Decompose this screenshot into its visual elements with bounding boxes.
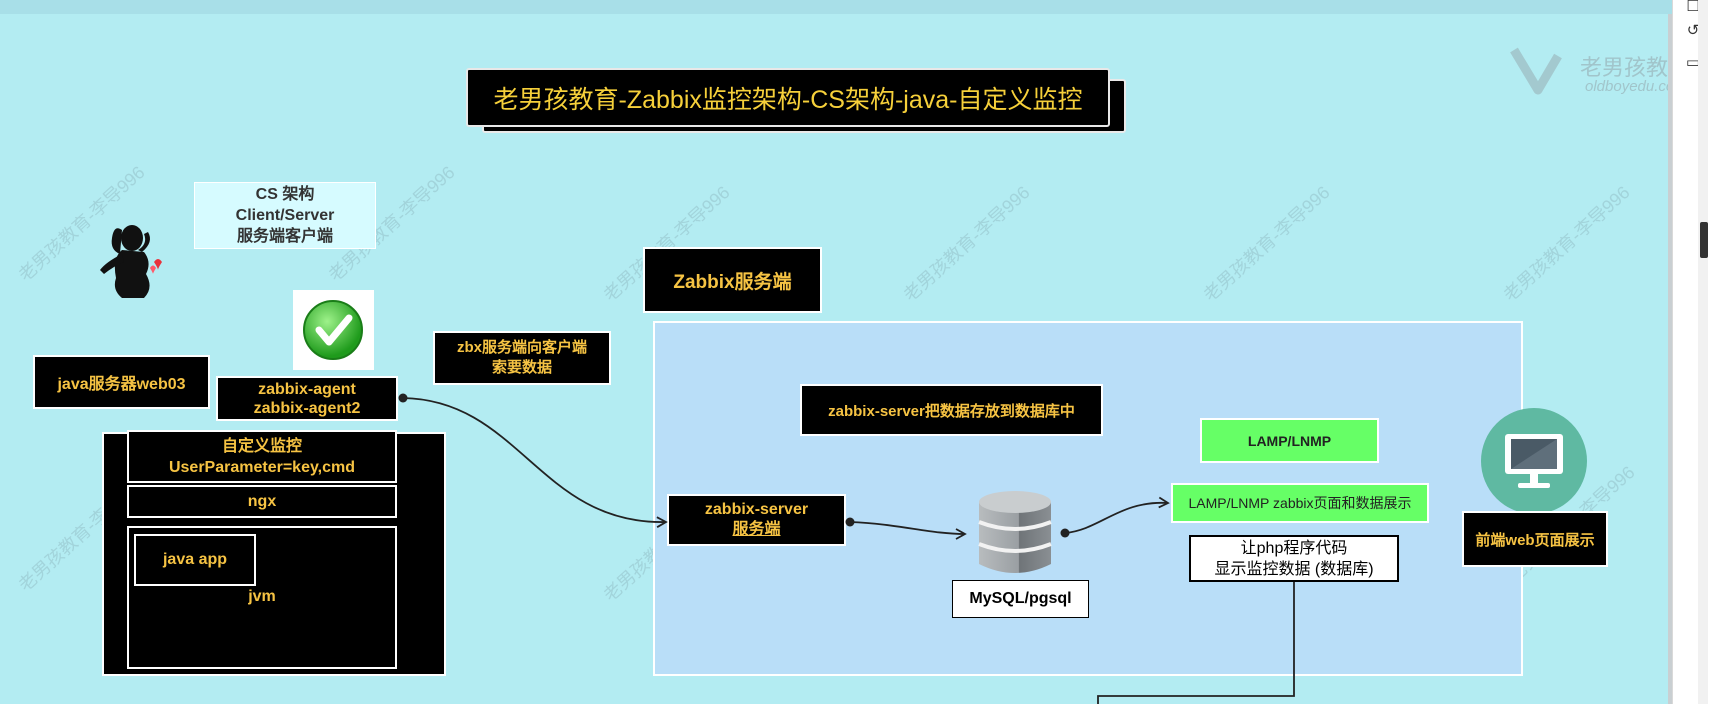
zbx-request-line-2: 索要数据 (491, 359, 552, 376)
zabbix-server-node[interactable]: zabbix-server 服务端 (667, 494, 846, 546)
connector-db-to-web (1060, 496, 1170, 538)
java-app-box[interactable]: java app (134, 534, 256, 586)
zabbix-agent-box[interactable]: zabbix-agent zabbix-agent2 (216, 376, 398, 421)
zbx-request-line-1: zbx服务端向客户端 (456, 339, 587, 356)
zbx-request-note[interactable]: zbx服务端向客户端 索要数据 (433, 331, 611, 385)
php-note-line-1: 让php程序代码 (1240, 539, 1348, 557)
custom-monitor-line-1: 自定义监控 (221, 437, 302, 455)
brand-logo-subtext: oldboyedu.com (1585, 78, 1687, 95)
connector-php-down (1097, 582, 1295, 704)
store-note-box[interactable]: zabbix-server把数据存放到数据库中 (800, 384, 1103, 436)
zabbix-server-title[interactable]: Zabbix服务端 (643, 247, 822, 313)
connector-server-to-db (845, 517, 967, 540)
php-note-line-2: 显示监控数据 (数据库) (1214, 560, 1374, 578)
cs-line-2: Client/Server (235, 207, 335, 224)
checkmark-card (293, 290, 374, 370)
agent-line-1: zabbix-agent (258, 380, 356, 398)
custom-monitor-box[interactable]: 自定义监控 UserParameter=key,cmd (127, 430, 397, 483)
lamp-page-box[interactable]: LAMP/LNMP zabbix页面和数据展示 (1171, 483, 1429, 523)
diagram-title[interactable]: 老男孩教育-Zabbix监控架构-CS架构-java-自定义监控 (466, 68, 1110, 127)
brand-logo-icon (1510, 47, 1562, 95)
scrollbar-thumb[interactable] (1700, 222, 1708, 258)
php-note-box[interactable]: 让php程序代码 显示监控数据 (数据库) (1189, 535, 1399, 582)
canvas-edge (1668, 14, 1672, 704)
top-bar (0, 0, 1672, 14)
custom-monitor-line-2: UserParameter=key,cmd (168, 458, 356, 476)
scrollbar-track[interactable] (1698, 0, 1708, 704)
woman-silhouette-icon (100, 225, 162, 298)
frontend-box[interactable]: 前端web页面展示 (1462, 511, 1608, 567)
db-label-box[interactable]: MySQL/pgsql (952, 580, 1089, 618)
zabbix-server-node-line-2: 服务端 (732, 521, 781, 538)
comment-icon[interactable]: ▭ (1685, 53, 1701, 71)
checkmark-icon (303, 300, 363, 360)
cs-architecture-box[interactable]: CS 架构 Client/Server 服务端客户端 (194, 182, 376, 249)
square-icon[interactable]: ☐ (1686, 0, 1700, 15)
ngx-box[interactable]: ngx (127, 485, 397, 518)
jvm-label: jvm (248, 588, 276, 605)
cs-line-3: 服务端客户端 (236, 228, 333, 245)
connector-agent-to-server (398, 393, 668, 528)
zabbix-server-node-line-1: zabbix-server (704, 501, 809, 518)
database-icon (978, 491, 1052, 573)
cs-line-1: CS 架构 (255, 186, 315, 203)
agent-line-2: zabbix-agent2 (253, 399, 361, 417)
monitor-icon (1481, 408, 1587, 514)
java-server-box[interactable]: java服务器web03 (33, 355, 210, 409)
lamp-box[interactable]: LAMP/LNMP (1200, 418, 1379, 463)
history-icon[interactable]: ↺ (1686, 21, 1700, 39)
